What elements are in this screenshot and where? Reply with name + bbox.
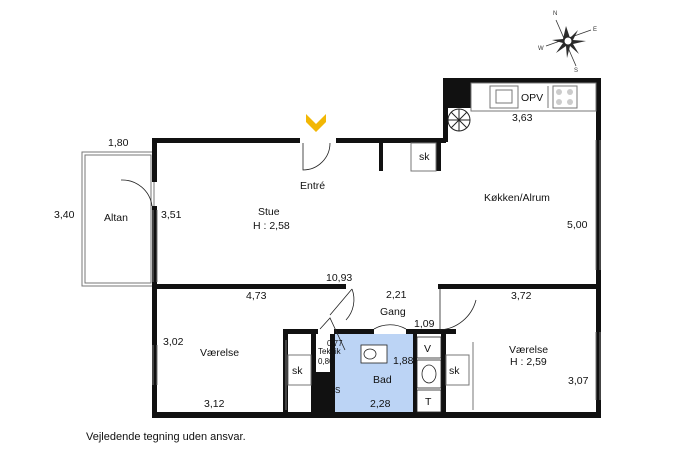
dimension-3-51: 3,51 xyxy=(161,209,182,221)
closets xyxy=(287,142,470,386)
room-height-vaerelse-right: H : 2,59 xyxy=(510,356,547,368)
ventilation-fan-icon xyxy=(447,108,471,132)
dimension-10-93: 10,93 xyxy=(326,272,352,284)
doors xyxy=(120,142,477,351)
dimension-2-28: 2,28 xyxy=(370,398,391,410)
dimension-0-80: 0,80 xyxy=(318,357,334,366)
dimension-3-40: 3,40 xyxy=(54,209,75,221)
room-label-entre: Entré xyxy=(300,180,325,192)
washer-label: V xyxy=(424,343,431,355)
dimension-4-73: 4,73 xyxy=(246,290,267,302)
room-label-bad: Bad xyxy=(373,374,392,386)
dimension-3-12: 3,12 xyxy=(204,398,225,410)
closet-label-right: sk xyxy=(449,365,460,377)
room-label-teknik: Teknik xyxy=(318,347,342,356)
compass-west: W xyxy=(538,46,544,52)
room-height-stue: H : 2,58 xyxy=(253,220,290,232)
dimension-1-88: 1,88 xyxy=(393,355,414,367)
room-label-gang: Gang xyxy=(380,306,406,318)
room-label-kokken: Køkken/Alrum xyxy=(484,192,550,204)
room-label-vaerelse-right: Værelse xyxy=(509,344,548,356)
room-label-vaerelse-left: Værelse xyxy=(200,347,239,359)
dimension-0-77: 0,77 xyxy=(327,339,343,348)
dimension-1-09: 1,09 xyxy=(414,318,435,330)
dimension-3-07: 3,07 xyxy=(568,375,589,387)
compass-east: E xyxy=(593,27,597,33)
closet-label-kitchen: sk xyxy=(419,151,430,163)
kitchen-counter xyxy=(470,82,597,112)
dimension-3-02: 3,02 xyxy=(163,336,184,348)
entrance-arrow-icon xyxy=(306,114,326,132)
disclaimer-caption: Vejledende tegning uden ansvar. xyxy=(86,431,246,443)
dimension-3-63: 3,63 xyxy=(512,112,533,124)
room-label-stue: Stue xyxy=(258,206,280,218)
closet-label-left: sk xyxy=(292,365,303,377)
dimension-1-80: 1,80 xyxy=(108,137,129,149)
dryer-label: T xyxy=(425,396,432,408)
compass-south: S xyxy=(574,68,578,74)
dimension-3-72: 3,72 xyxy=(511,290,532,302)
compass-rose-icon: N E S W xyxy=(538,11,597,74)
dishwasher-label: OPV xyxy=(521,92,543,104)
shaft-label: S xyxy=(335,386,340,395)
bathroom-fixtures xyxy=(360,336,442,413)
compass-north: N xyxy=(553,11,557,17)
dimension-5-00: 5,00 xyxy=(567,219,588,231)
windows xyxy=(152,140,601,410)
dimension-2-21: 2,21 xyxy=(386,289,407,301)
room-label-altan: Altan xyxy=(104,212,128,224)
